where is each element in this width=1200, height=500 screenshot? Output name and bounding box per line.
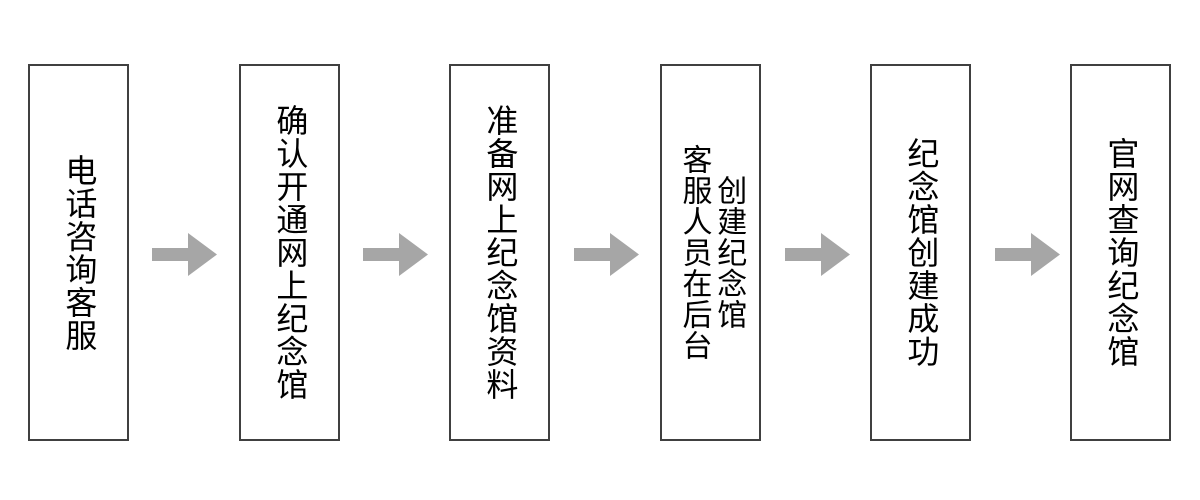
flow-arrow-5-icon <box>995 233 1060 276</box>
flow-node-4[interactable]: 客服人员在后台 创建纪念馆 <box>660 64 761 441</box>
flow-arrow-1-icon <box>152 233 217 276</box>
flow-node-2[interactable]: 确认开通网上纪念馆 <box>239 64 340 441</box>
flow-node-5-text: 纪念馆创建成功 <box>902 137 941 368</box>
flow-arrow-4-icon <box>785 233 850 276</box>
flow-arrow-2-icon <box>363 233 428 276</box>
flow-node-1[interactable]: 电话咨询客服 <box>28 64 129 441</box>
flow-node-4-text-column-1: 客服人员在后台 <box>676 144 712 361</box>
flow-node-3-text: 准备网上纪念馆资料 <box>481 104 520 401</box>
flow-node-4-text-column-2: 创建纪念馆 <box>711 175 747 330</box>
flow-node-3[interactable]: 准备网上纪念馆资料 <box>449 64 550 441</box>
flow-node-6[interactable]: 官网查询纪念馆 <box>1070 64 1171 441</box>
flow-arrow-3-icon <box>574 233 639 276</box>
flow-node-2-text: 确认开通网上纪念馆 <box>271 104 310 401</box>
flow-node-6-text: 官网查询纪念馆 <box>1102 137 1141 368</box>
flow-node-5[interactable]: 纪念馆创建成功 <box>870 64 971 441</box>
flow-node-1-text: 电话咨询客服 <box>60 153 99 352</box>
